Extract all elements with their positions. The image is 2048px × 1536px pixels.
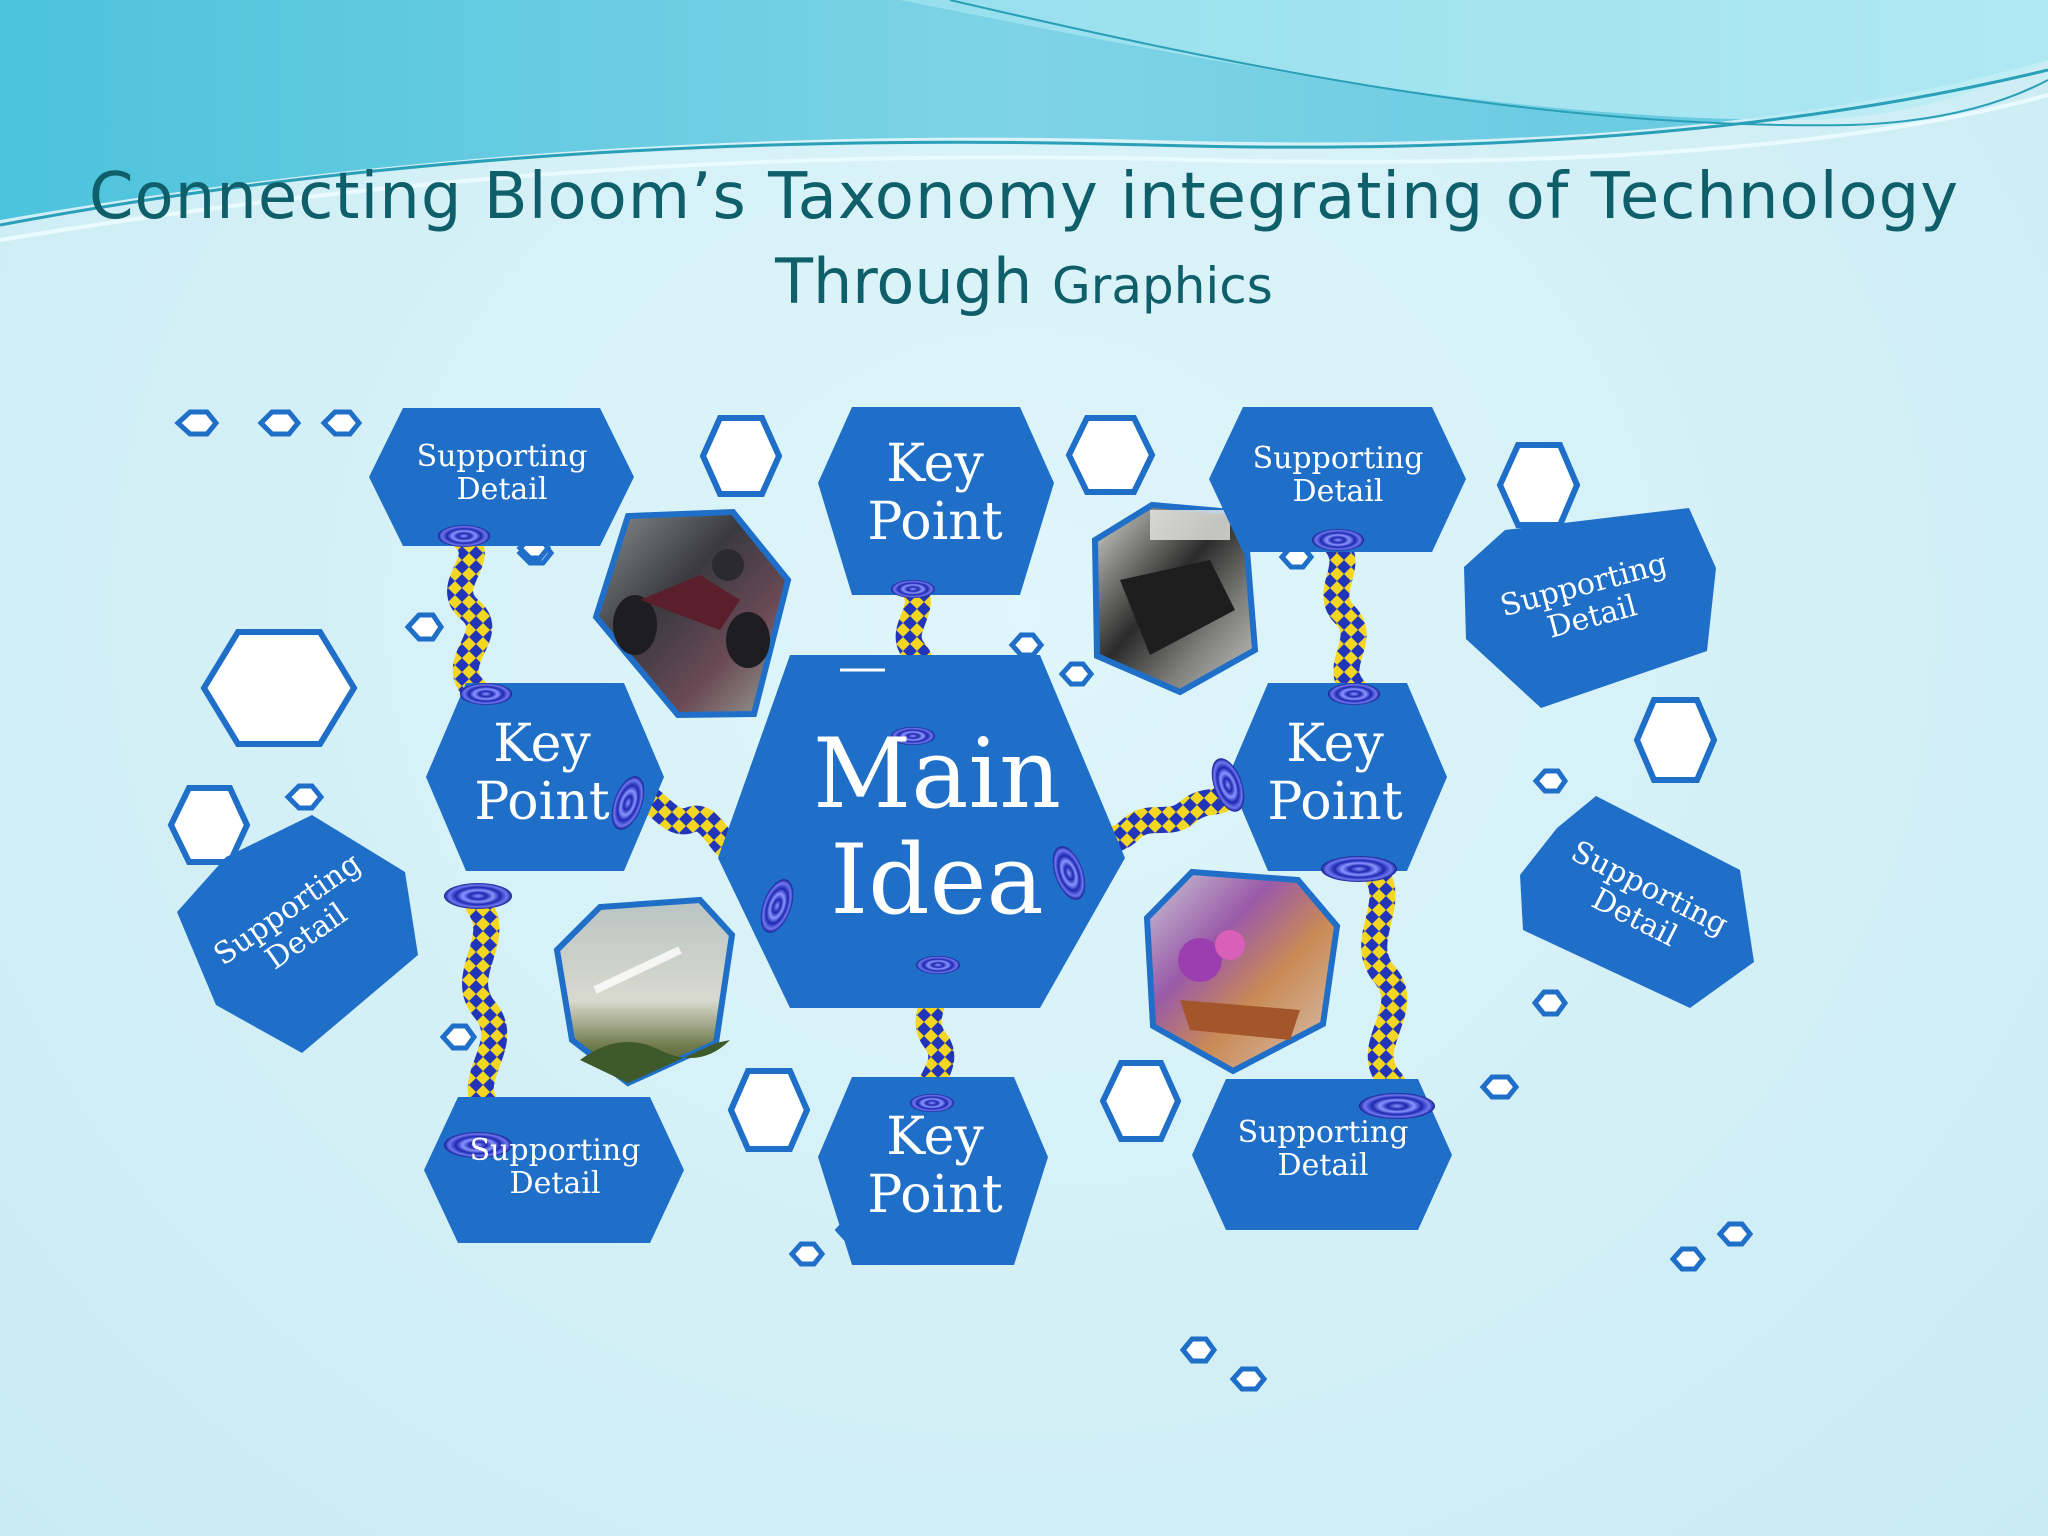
hex-supporting-detail-far-right-lower xyxy=(1520,796,1754,1008)
hex-main-idea xyxy=(718,655,1125,1008)
photo-motorcycle xyxy=(592,508,792,719)
title-through: Through xyxy=(775,245,1033,318)
supporting-detail-bottom-left: Supporting Detail xyxy=(469,1133,641,1201)
hex-supporting-detail-far-left xyxy=(177,815,418,1053)
main-idea: Main Idea xyxy=(812,718,1062,936)
hex-supporting-detail-top-right xyxy=(1209,407,1466,552)
photo-device xyxy=(1091,501,1259,696)
slide-title-line2: Through Graphics xyxy=(0,245,2048,318)
hex-key-point-bottom xyxy=(818,1077,1048,1265)
connector-right-bottom xyxy=(1361,857,1408,1118)
large-decorative-hexagons xyxy=(167,415,1718,1152)
blue-hexagons xyxy=(177,407,1754,1265)
supporting-detail-bottom-right: Supporting Detail xyxy=(1237,1115,1409,1183)
key-point-bottom: Key Point xyxy=(867,1107,1003,1226)
supporting-detail-top-left: Supporting Detail xyxy=(416,439,588,507)
hex-supporting-detail-far-right-upper xyxy=(1464,508,1716,708)
key-point-top: Key Point xyxy=(867,434,1003,553)
connector-right-top xyxy=(1319,527,1368,703)
connector-left-vertical xyxy=(447,525,493,703)
connector-spirals xyxy=(438,525,1435,1158)
hex-key-point-left xyxy=(426,683,664,871)
slide-title: Connecting Bloom’s Taxonomy integrating … xyxy=(88,160,1960,234)
header-wave-decoration xyxy=(0,0,2048,242)
supporting-detail-top-right: Supporting Detail xyxy=(1252,441,1424,509)
hex-key-point-right xyxy=(1228,683,1447,871)
title-graphics: Graphics xyxy=(1052,257,1273,315)
hex-key-point-top xyxy=(818,407,1054,595)
key-point-left: Key Point xyxy=(474,714,610,833)
photo-sky xyxy=(553,896,736,1087)
key-point-right: Key Point xyxy=(1267,714,1403,833)
hex-supporting-detail-top-left xyxy=(369,408,634,546)
photo-food xyxy=(1143,868,1341,1075)
